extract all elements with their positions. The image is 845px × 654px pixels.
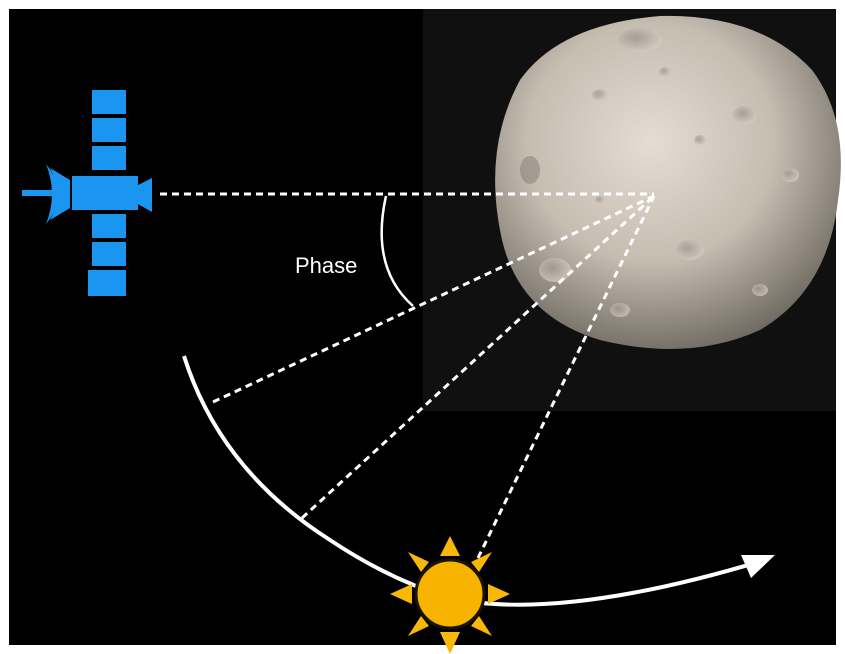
sightline-2 bbox=[300, 194, 656, 520]
sun-icon bbox=[390, 536, 510, 654]
moon-icon bbox=[495, 15, 841, 349]
spacecraft-path-arrow bbox=[182, 355, 775, 607]
phase-label: Phase bbox=[295, 253, 357, 278]
sightline bbox=[160, 192, 656, 559]
spacecraft-icon bbox=[22, 90, 152, 296]
sightline-1 bbox=[212, 194, 655, 404]
phase-angle-arc bbox=[380, 195, 414, 307]
